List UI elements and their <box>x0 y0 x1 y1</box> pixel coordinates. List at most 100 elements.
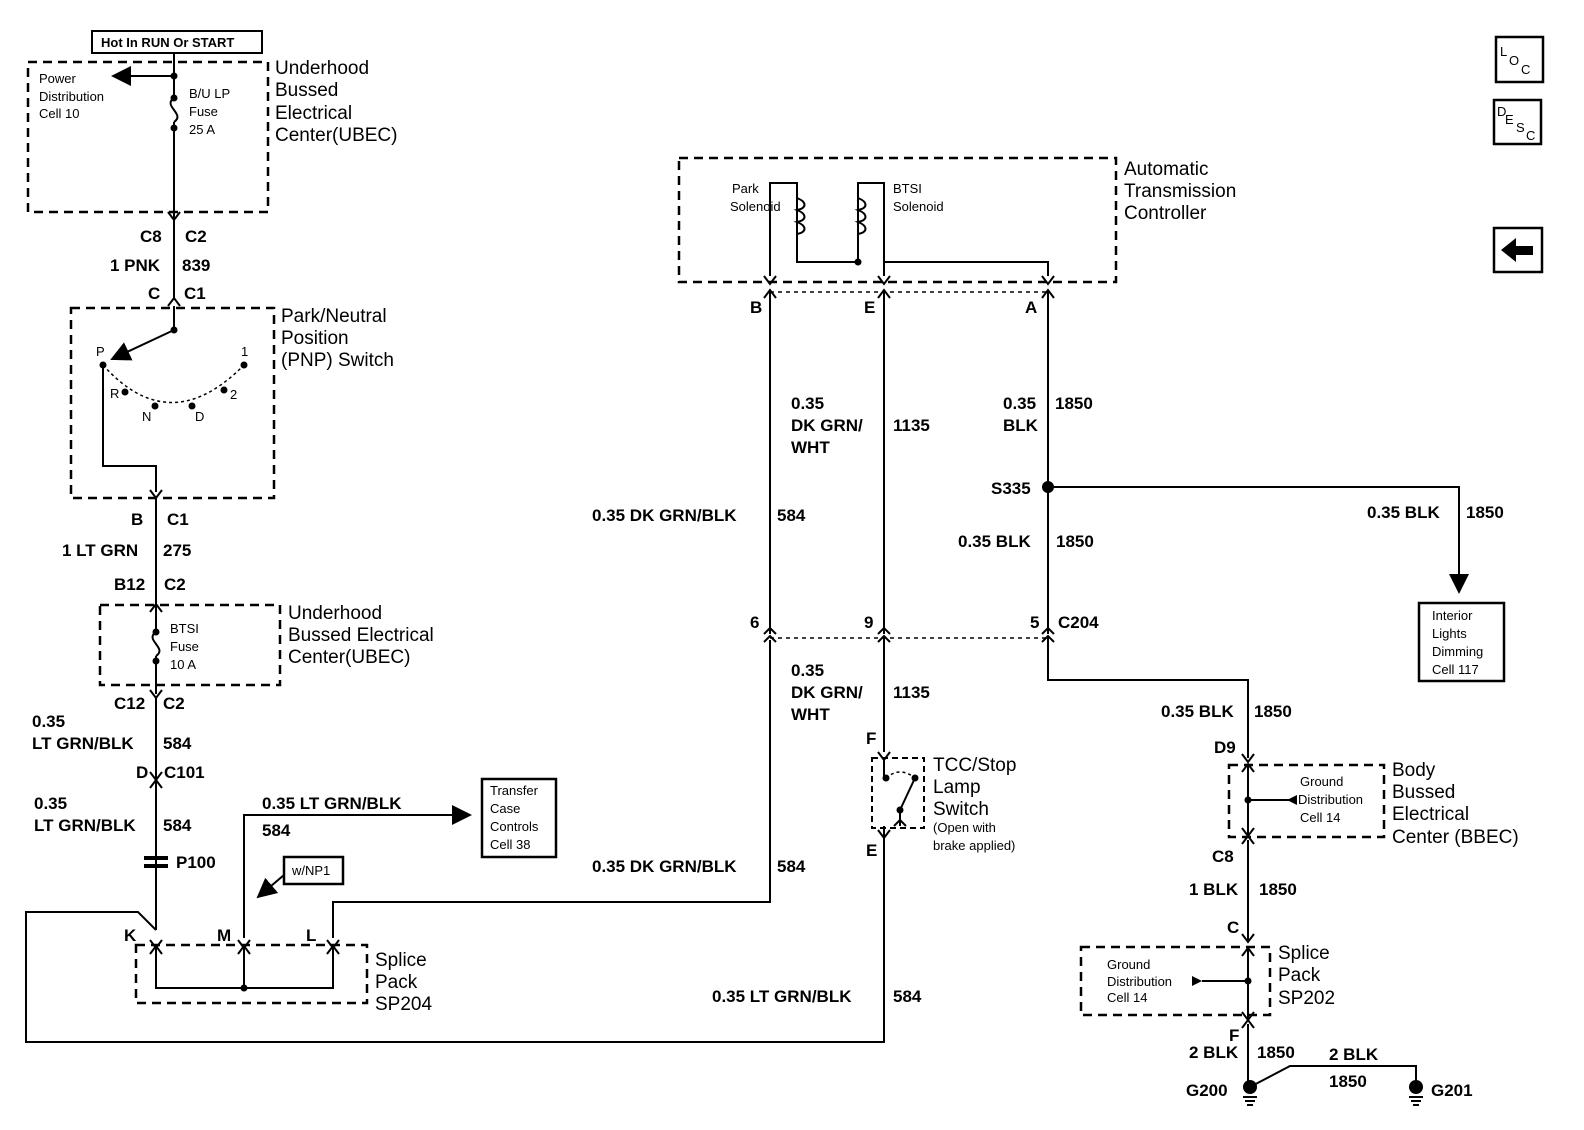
interior-lights-dimming-box: Interior Lights Dimming Cell 117 <box>1417 601 1506 683</box>
svg-text:Park/Neutral: Park/Neutral <box>281 306 387 327</box>
ground-g201-icon <box>1409 1080 1423 1106</box>
svg-text:2: 2 <box>230 387 237 402</box>
svg-text:Cell 14: Cell 14 <box>1300 810 1340 825</box>
svg-text:584: 584 <box>777 857 806 876</box>
svg-text:Center (BBEC): Center (BBEC) <box>1392 827 1519 848</box>
svg-text:K: K <box>124 926 137 945</box>
svg-text:C12: C12 <box>114 694 145 713</box>
svg-text:G201: G201 <box>1431 1081 1473 1100</box>
splice-pack-sp202: C Ground Distribution Cell 14 Splice Pac… <box>1079 918 1473 1106</box>
svg-text:1850: 1850 <box>1056 532 1094 551</box>
svg-text:0.35 BLK: 0.35 BLK <box>1161 702 1234 721</box>
svg-text:BTSI: BTSI <box>170 621 199 636</box>
svg-text:1135: 1135 <box>893 683 930 702</box>
body-bussed-electrical-center: 0.35 BLK 1850 D9 Ground Distribution Cel… <box>1161 702 1519 940</box>
wire-584-left: C12 C2 0.35 LT GRN/BLK 584 D C101 0.35 L… <box>32 689 216 930</box>
svg-text:LT GRN/BLK: LT GRN/BLK <box>34 816 136 835</box>
hot-in-run-label: Hot In RUN Or START <box>101 35 234 50</box>
svg-text:0.35 DK GRN/BLK: 0.35 DK GRN/BLK <box>592 506 737 525</box>
svg-text:S: S <box>1516 120 1525 135</box>
svg-text:Lamp: Lamp <box>933 777 981 798</box>
svg-text:0.35 BLK: 0.35 BLK <box>958 532 1031 551</box>
svg-text:Center(UBEC): Center(UBEC) <box>288 647 410 668</box>
svg-text:584: 584 <box>893 987 922 1006</box>
svg-text:Cell 10: Cell 10 <box>39 106 79 121</box>
svg-text:BLK: BLK <box>1003 416 1039 435</box>
ubec-fuse-block: Hot In RUN Or START Power Distribution C… <box>26 30 397 214</box>
wire-584-to-b <box>332 640 771 938</box>
svg-text:C: C <box>1526 128 1535 143</box>
svg-text:0.35 DK GRN/BLK: 0.35 DK GRN/BLK <box>592 857 737 876</box>
svg-text:Automatic: Automatic <box>1124 159 1208 180</box>
svg-text:C2: C2 <box>164 575 186 594</box>
ground-g200-icon <box>1243 1080 1257 1106</box>
svg-text:25 A: 25 A <box>189 122 215 137</box>
svg-text:0.35 LT GRN/BLK: 0.35 LT GRN/BLK <box>262 794 402 813</box>
loc-button[interactable]: L O C <box>1494 35 1545 84</box>
svg-text:9: 9 <box>864 613 873 632</box>
svg-text:Electrical: Electrical <box>1392 804 1469 825</box>
svg-text:584: 584 <box>262 821 291 840</box>
svg-text:C8: C8 <box>140 227 162 246</box>
back-button[interactable] <box>1492 226 1544 274</box>
svg-text:Transmission: Transmission <box>1124 181 1236 202</box>
svg-text:Bussed: Bussed <box>1392 782 1455 803</box>
svg-text:Lights: Lights <box>1432 626 1467 641</box>
svg-text:0.35 LT GRN/BLK: 0.35 LT GRN/BLK <box>712 987 852 1006</box>
svg-text:839: 839 <box>182 256 210 275</box>
tcc-stop-lamp-switch: F E TCC/Stop Lamp Switch (Open with brak… <box>866 729 1016 860</box>
svg-text:E: E <box>864 298 875 317</box>
svg-text:SP202: SP202 <box>1278 988 1335 1009</box>
svg-text:Cell 38: Cell 38 <box>490 837 530 852</box>
svg-text:B: B <box>131 510 143 529</box>
svg-text:Controls: Controls <box>490 819 539 834</box>
svg-text:Controller: Controller <box>1124 203 1207 224</box>
svg-text:brake applied): brake applied) <box>933 838 1015 853</box>
svg-text:Park: Park <box>732 181 759 196</box>
svg-text:Underhood: Underhood <box>275 58 369 79</box>
svg-text:584: 584 <box>163 816 192 835</box>
svg-text:Underhood: Underhood <box>288 603 382 624</box>
svg-text:Pack: Pack <box>375 972 418 993</box>
svg-text:0.35 BLK: 0.35 BLK <box>1367 503 1440 522</box>
svg-text:0.35: 0.35 <box>34 794 67 813</box>
svg-text:C: C <box>148 284 160 303</box>
svg-text:Center(UBEC): Center(UBEC) <box>275 125 397 146</box>
svg-text:C2: C2 <box>185 227 207 246</box>
svg-text:2 BLK: 2 BLK <box>1189 1043 1239 1062</box>
svg-text:Electrical: Electrical <box>275 103 352 124</box>
svg-text:B/U LP: B/U LP <box>189 86 230 101</box>
coil-icon <box>793 197 806 235</box>
svg-text:C101: C101 <box>164 763 205 782</box>
svg-text:F: F <box>866 729 876 748</box>
svg-text:Distribution: Distribution <box>1107 974 1172 989</box>
svg-text:TCC/Stop: TCC/Stop <box>933 755 1016 776</box>
svg-text:0.35: 0.35 <box>791 661 824 680</box>
svg-text:275: 275 <box>163 541 191 560</box>
connector-icon <box>144 856 168 860</box>
svg-text:0.35: 0.35 <box>1003 394 1036 413</box>
svg-text:1: 1 <box>241 344 248 359</box>
svg-text:Ground: Ground <box>1107 957 1150 972</box>
svg-text:R: R <box>110 386 119 401</box>
svg-text:1850: 1850 <box>1055 394 1093 413</box>
svg-text:w/NP1: w/NP1 <box>291 863 330 878</box>
svg-text:Distribution: Distribution <box>1298 792 1363 807</box>
svg-text:1850: 1850 <box>1254 702 1292 721</box>
svg-text:Solenoid: Solenoid <box>730 199 781 214</box>
svg-text:Case: Case <box>490 801 520 816</box>
svg-text:Position: Position <box>281 328 349 349</box>
svg-text:0.35: 0.35 <box>791 394 824 413</box>
svg-text:Body: Body <box>1392 760 1436 781</box>
svg-text:B12: B12 <box>114 575 145 594</box>
wire-584-loop <box>25 860 885 1043</box>
svg-text:A: A <box>1025 298 1037 317</box>
svg-text:Distribution: Distribution <box>39 89 104 104</box>
svg-text:LT GRN/BLK: LT GRN/BLK <box>32 734 134 753</box>
svg-text:2 BLK: 2 BLK <box>1329 1045 1379 1064</box>
desc-button[interactable]: D E S C <box>1492 98 1543 146</box>
wire-839: C8 C2 1 PNK 839 C C1 <box>110 211 210 307</box>
ubec-btsi-fuse: BTSI Fuse 10 A Underhood Bussed Electric… <box>98 603 434 694</box>
svg-text:C: C <box>1521 62 1530 77</box>
connector-c204: 6 9 5 C204 <box>750 613 1099 643</box>
